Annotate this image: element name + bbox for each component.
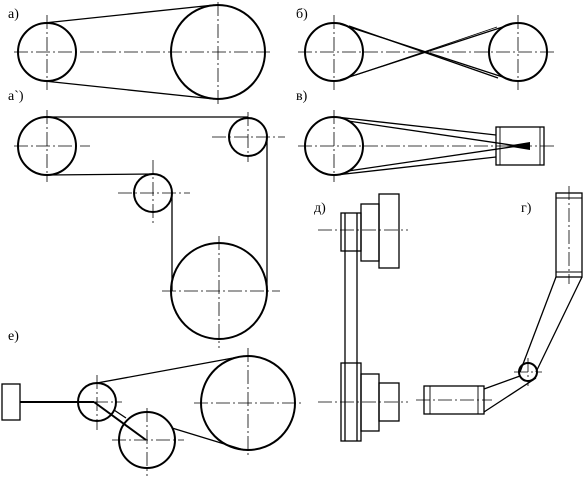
tension-lever bbox=[93, 401, 147, 441]
label-g: г) bbox=[521, 201, 532, 216]
label-a: а) bbox=[8, 7, 19, 22]
belt-strand bbox=[483, 375, 521, 390]
belt-strand bbox=[96, 355, 245, 384]
belt-strand bbox=[335, 116, 497, 136]
belt-strand bbox=[335, 156, 497, 176]
belt-strand bbox=[171, 427, 245, 451]
belt-strand bbox=[347, 120, 519, 147]
tensioner-belt-drive: е) bbox=[1, 329, 304, 476]
belt-strand bbox=[519, 276, 557, 373]
belt-strand bbox=[46, 173, 154, 176]
lower-belt-strand bbox=[43, 80, 215, 100]
label-v: в) bbox=[296, 89, 308, 104]
belt-strand bbox=[483, 377, 537, 413]
label-d: д) bbox=[314, 201, 326, 216]
open-belt-drive: а) bbox=[8, 2, 272, 104]
angle-belt-drive: г) bbox=[416, 186, 583, 415]
pulley-step bbox=[360, 203, 380, 262]
motor-block bbox=[1, 383, 21, 421]
pulley-drum-drive: в) bbox=[296, 89, 556, 182]
pulley-step bbox=[360, 373, 380, 432]
crossed-belt-strand bbox=[355, 26, 498, 76]
pulley-rim bbox=[340, 212, 362, 252]
stepped-pulley-drive: д) bbox=[314, 193, 408, 442]
label-e: е) bbox=[8, 329, 19, 344]
label-a-prime: а`) bbox=[8, 89, 24, 104]
upper-belt-strand bbox=[43, 4, 215, 24]
pulley-step bbox=[378, 193, 400, 269]
multi-pulley-drive: а`) bbox=[8, 89, 285, 348]
crossed-belt-drive: б) bbox=[296, 7, 556, 90]
belt-strand bbox=[535, 276, 583, 373]
label-b: б) bbox=[296, 7, 308, 22]
belt-strand bbox=[347, 145, 519, 172]
belt-strand bbox=[113, 409, 127, 419]
